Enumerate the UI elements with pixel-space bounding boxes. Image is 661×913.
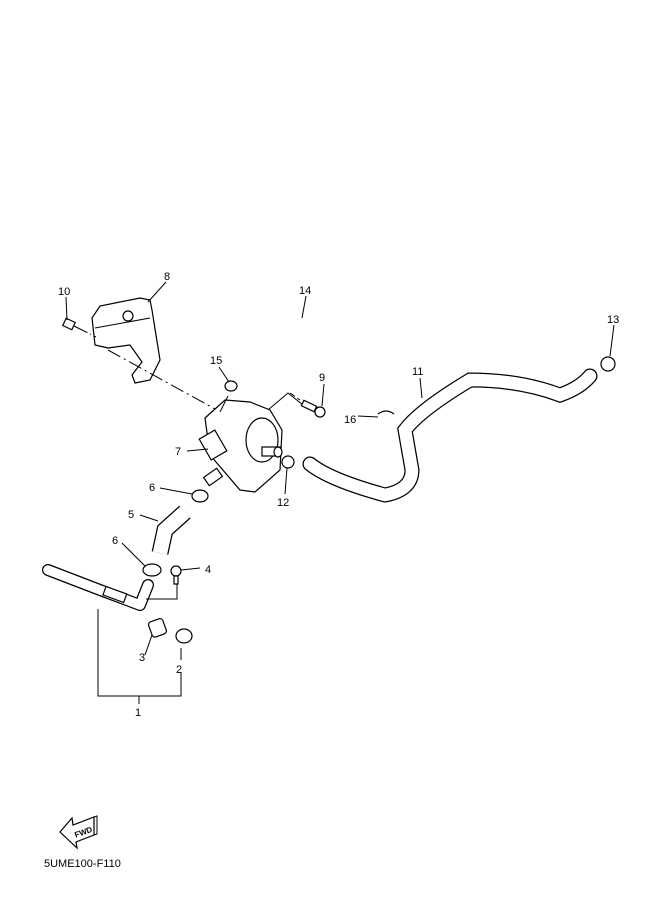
hose-part-3 <box>147 617 168 638</box>
callout-13: 13 <box>607 314 619 326</box>
fwd-arrow-icon: FWD <box>59 815 98 850</box>
callout-9: 9 <box>319 372 325 384</box>
clamp-part-13 <box>600 356 616 372</box>
clamp-part-6-upper <box>191 489 209 503</box>
callout-15: 15 <box>210 355 222 367</box>
bolt-part-4 <box>170 565 182 585</box>
clamp-part-12 <box>281 455 295 469</box>
drawing-code: 5UME100-F110 <box>44 858 121 870</box>
callout-6-lower: 6 <box>112 535 118 547</box>
callout-7: 7 <box>175 446 181 458</box>
bracket-part-8 <box>91 297 161 384</box>
bolt-part-9 <box>300 399 326 418</box>
air-cut-valve-part-7 <box>198 395 283 493</box>
pipe-assembly-part-1 <box>42 564 154 611</box>
callout-16: 16 <box>344 414 356 426</box>
callout-4: 4 <box>205 564 211 576</box>
callout-8: 8 <box>164 271 170 283</box>
callout-14: 14 <box>299 285 311 297</box>
hose-part-11 <box>302 368 598 503</box>
callout-3: 3 <box>139 652 145 664</box>
callout-5: 5 <box>128 509 134 521</box>
hose-part-14 <box>233 286 382 406</box>
guide-lines <box>81 329 304 411</box>
callout-12: 12 <box>277 497 289 509</box>
bolt-part-10 <box>61 317 83 331</box>
cap-part-15 <box>224 380 238 392</box>
callout-1: 1 <box>135 707 141 719</box>
hose-part-5 <box>151 505 191 555</box>
clip-part-16 <box>377 410 395 415</box>
clamp-part-2 <box>175 628 193 644</box>
callout-10: 10 <box>58 286 70 298</box>
callout-2: 2 <box>176 664 182 676</box>
callout-6-upper: 6 <box>149 482 155 494</box>
leader-lines <box>65 281 615 704</box>
callout-11: 11 <box>412 366 423 378</box>
clamp-part-6-lower <box>142 563 162 577</box>
